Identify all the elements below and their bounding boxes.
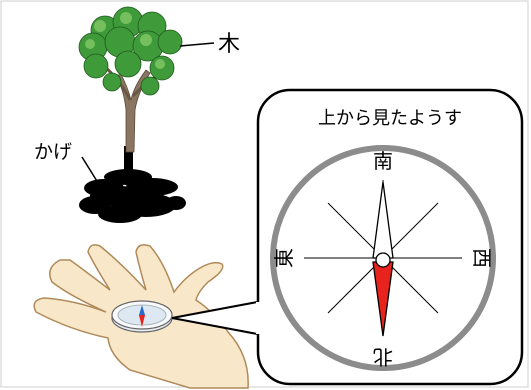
tree-shadow	[79, 146, 186, 223]
compass-top-view: 南 東 西 北	[270, 145, 496, 371]
callout-title: 上から見たようす	[318, 108, 462, 129]
shadow-label-line	[81, 156, 101, 187]
tree-illustration	[78, 6, 186, 223]
tree-label-line	[179, 42, 215, 47]
direction-north: 北	[373, 345, 393, 369]
tree-label: 木	[218, 32, 240, 57]
compass-pivot	[375, 252, 391, 268]
hand-compass	[111, 300, 173, 333]
tree-foliage	[78, 6, 183, 96]
direction-east: 東	[272, 248, 296, 268]
direction-west: 西	[470, 248, 494, 268]
shadow-label: かげ	[34, 141, 72, 163]
direction-south: 南	[373, 149, 393, 173]
hand-illustration	[33, 244, 249, 389]
